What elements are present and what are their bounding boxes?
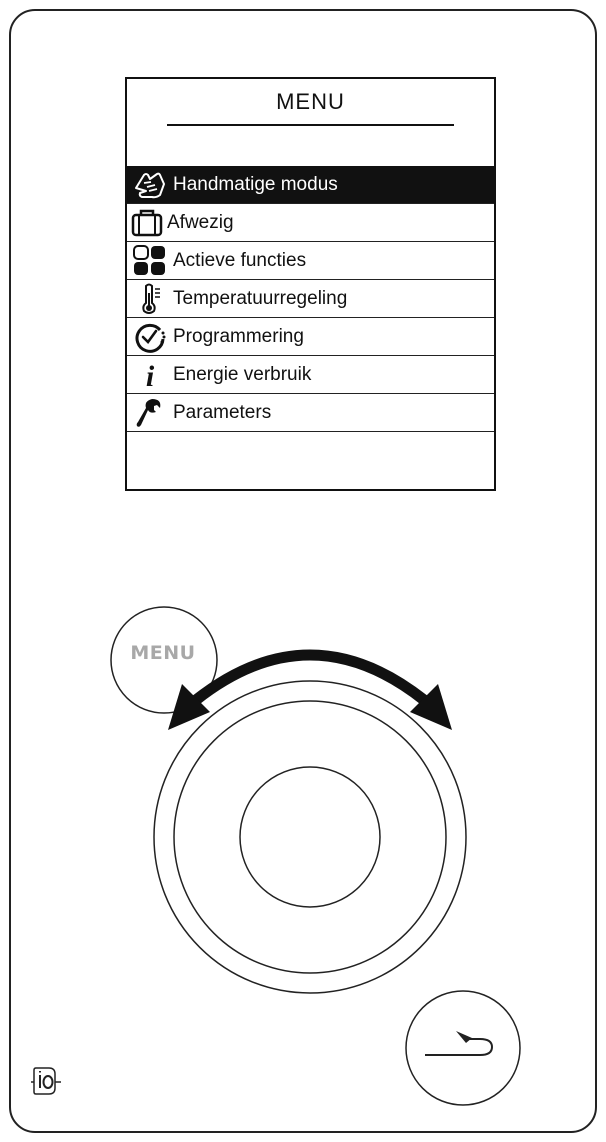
wrench-icon bbox=[127, 394, 173, 431]
menu-button-label: MENU bbox=[130, 642, 196, 664]
back-button[interactable] bbox=[405, 990, 521, 1106]
menu-item-afwezig[interactable]: Afwezig bbox=[127, 204, 494, 242]
screen-title: MENU bbox=[276, 89, 345, 114]
menu-item-label: Temperatuurregeling bbox=[173, 287, 348, 309]
io-logo bbox=[31, 1067, 61, 1095]
functions-grid-icon bbox=[127, 242, 173, 279]
menu-item-handmatige-modus[interactable]: Handmatige modus bbox=[127, 166, 494, 204]
rotary-knob[interactable] bbox=[153, 680, 467, 994]
menu-list: Handmatige modus Afwezig bbox=[127, 166, 494, 469]
menu-item-temperatuurregeling[interactable]: Temperatuurregeling bbox=[127, 280, 494, 318]
menu-item-label: Handmatige modus bbox=[173, 173, 338, 195]
menu-screen: MENU Handmatige modus Afwezig bbox=[125, 77, 496, 491]
hand-icon bbox=[127, 166, 173, 203]
return-arrow-icon bbox=[425, 1031, 494, 1056]
menu-item-label: Programmering bbox=[173, 325, 304, 347]
menu-item-actieve-functies[interactable]: Actieve functies bbox=[127, 242, 494, 280]
svg-text:i: i bbox=[146, 360, 155, 391]
suitcase-icon bbox=[127, 204, 167, 241]
menu-item-label: Afwezig bbox=[167, 211, 234, 233]
clock-check-icon bbox=[127, 318, 173, 355]
menu-item-parameters[interactable]: Parameters bbox=[127, 394, 494, 432]
menu-item-label: Parameters bbox=[173, 401, 272, 423]
rotate-arrow-icon bbox=[168, 649, 452, 730]
title-divider bbox=[167, 124, 454, 126]
menu-item-label: Actieve functies bbox=[173, 249, 307, 271]
menu-item-programmering[interactable]: Programmering bbox=[127, 318, 494, 356]
info-icon: i bbox=[127, 356, 173, 393]
thermometer-icon bbox=[127, 280, 173, 317]
menu-button[interactable] bbox=[110, 606, 218, 714]
menu-item-label: Energie verbruik bbox=[173, 363, 312, 385]
menu-item-energie-verbruik[interactable]: i Energie verbruik bbox=[127, 356, 494, 394]
